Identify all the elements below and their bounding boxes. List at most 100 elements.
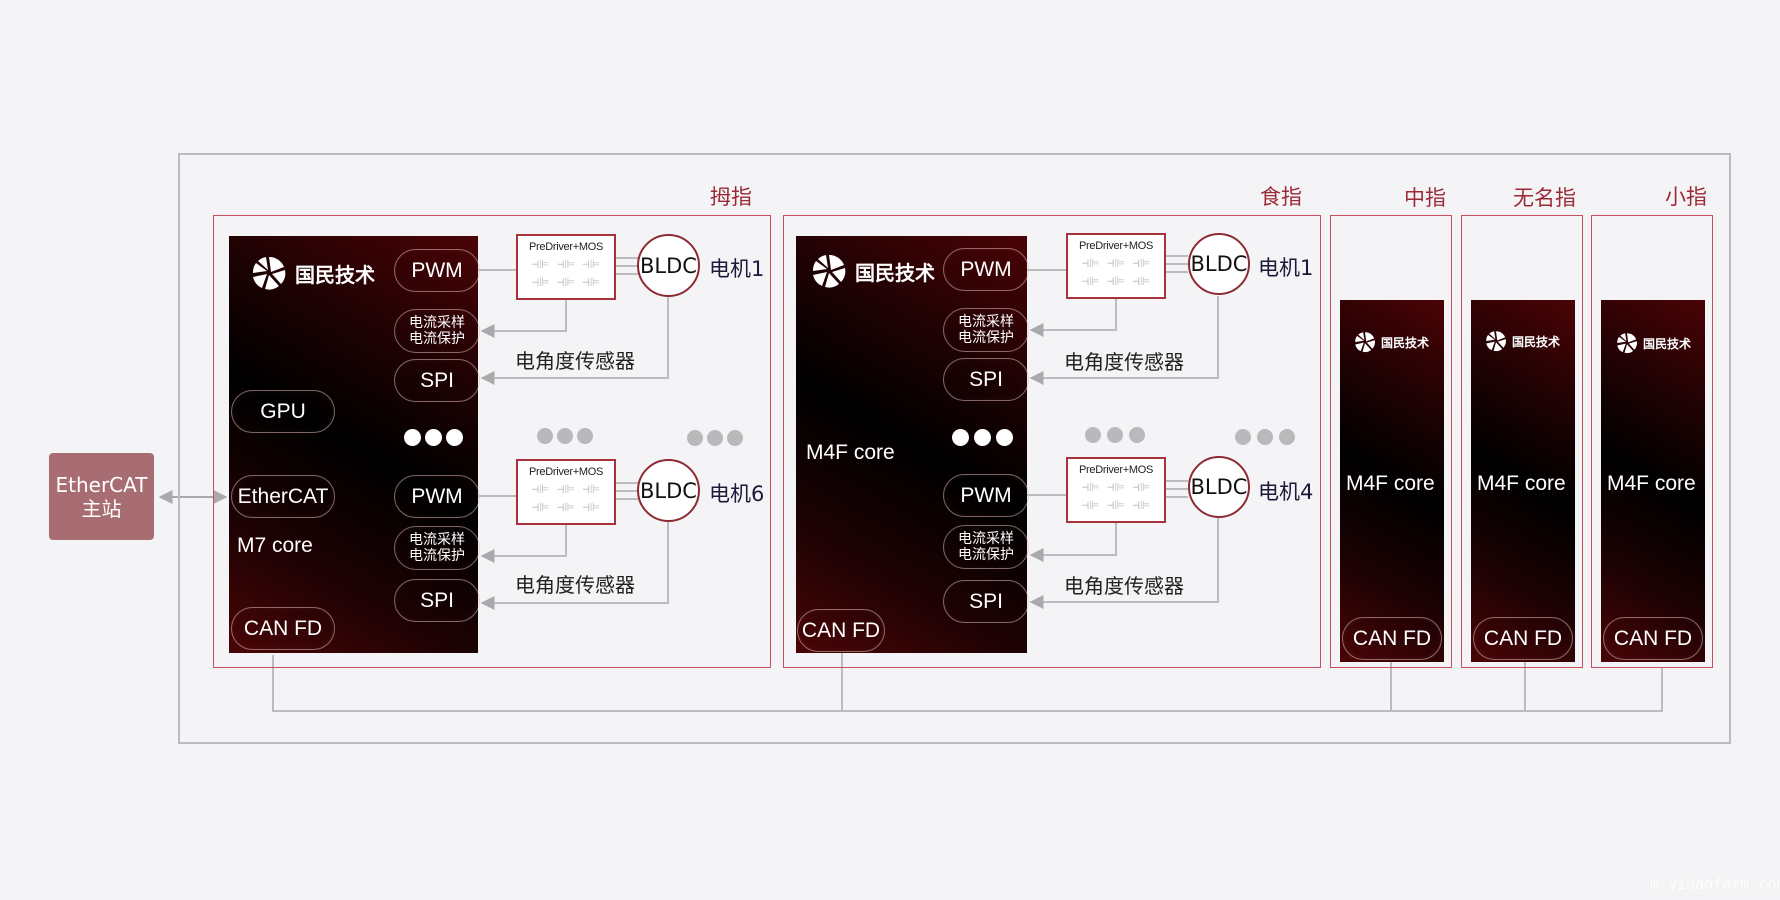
canfd-pill[interactable]: CAN FD [1473,617,1573,660]
mosfet-icon: ⊣⊫ [1081,274,1100,288]
current-sense-line2: 电流保护 [958,330,1014,346]
bldc-motor[interactable]: BLDC [637,234,700,297]
core-label-middle: M4F core [1346,472,1435,495]
motor-label: 电机6 [709,482,765,506]
current-sense-line2: 电流保护 [958,547,1014,563]
pwm-pill[interactable]: PWM [394,249,480,292]
more-indicator-dot [974,429,991,446]
core-label-index: M4F core [806,441,895,464]
mosfet-icon: ⊣⊫ [531,275,550,289]
angle-sensor-label: 电角度传感器 [515,573,635,597]
more-indicator-dot [996,429,1013,446]
mcu-panel-middle [1340,300,1444,662]
finger-box-thumb [213,215,771,668]
bldc-motor[interactable]: BLDC [1188,233,1250,295]
core-label-little: M4F core [1607,472,1696,495]
predriver-mos-box[interactable]: PreDriver+MOS ⊣⊫⊣⊫⊣⊫ ⊣⊫⊣⊫⊣⊫ [1066,457,1166,523]
brand-logo: 国民技术 [251,255,375,291]
canfd-pill[interactable]: CAN FD [231,607,335,650]
spi-pill[interactable]: SPI [943,580,1029,623]
bldc-motor[interactable]: BLDC [637,459,700,522]
mosfet-array: ⊣⊫⊣⊫⊣⊫ ⊣⊫⊣⊫⊣⊫ [528,257,604,289]
spi-pill[interactable]: SPI [394,359,480,402]
predriver-mos-box[interactable]: PreDriver+MOS ⊣⊫⊣⊫⊣⊫ ⊣⊫⊣⊫⊣⊫ [516,459,616,525]
finger-box-middle [1330,215,1452,668]
angle-feedback [1029,296,1219,385]
canfd-pill[interactable]: CAN FD [1342,617,1442,660]
brand-name: 国民技术 [295,262,375,287]
more-indicator-dot [404,429,421,446]
guomin-logo-icon [812,254,846,288]
more-indicator-dot [707,430,723,446]
predriver-mos-box[interactable]: PreDriver+MOS ⊣⊫⊣⊫⊣⊫ ⊣⊫⊣⊫⊣⊫ [516,234,616,300]
mosfet-icon: ⊣⊫ [557,482,575,496]
current-sense-pill[interactable]: 电流采样 电流保护 [394,309,480,353]
mosfet-icon: ⊣⊫ [1081,480,1100,494]
mosfet-icon: ⊣⊫ [557,275,575,289]
canfd-pill[interactable]: CAN FD [1603,617,1703,660]
mosfet-icon: ⊣⊫ [1132,498,1151,512]
current-sense-line1: 电流采样 [958,531,1014,547]
finger-label-ring: 无名指 [1513,186,1576,210]
mcu-panel-index [796,236,1027,653]
brand-name: 国民技术 [1381,335,1430,350]
pwm-pill[interactable]: PWM [943,248,1029,291]
master-line2: 主站 [81,496,122,521]
predriver-label: PreDriver+MOS [528,241,604,253]
more-indicator-dot [1257,429,1273,445]
guomin-logo-icon [1355,332,1375,353]
predriver-label: PreDriver+MOS [1078,464,1154,476]
mosfet-icon: ⊣⊫ [582,275,601,289]
guomin-logo-icon [252,256,286,290]
angle-sensor-label: 电角度传感器 [1064,350,1184,374]
more-indicator-dot [577,428,593,444]
core-label-ring: M4F core [1477,472,1566,495]
finger-label-index: 食指 [1260,185,1302,209]
motor-label: 电机1 [1258,256,1314,280]
current-sense-pill[interactable]: 电流采样 电流保护 [943,525,1029,569]
mosfet-icon: ⊣⊫ [557,500,575,514]
finger-label-thumb: 拇指 [710,185,752,209]
motor-label: 电机1 [709,257,765,281]
brand-logo: 国民技术 [1354,331,1429,353]
more-indicator-dot [687,430,703,446]
bldc-motor[interactable]: BLDC [1188,456,1250,518]
guomin-logo-icon [1617,333,1637,354]
current-sense-line1: 电流采样 [409,532,465,548]
pwm-pill[interactable]: PWM [943,474,1029,517]
more-indicator-dot [952,429,969,446]
motor-label: 电机4 [1258,480,1314,504]
spi-pill[interactable]: SPI [394,579,480,622]
predriver-mos-box[interactable]: PreDriver+MOS ⊣⊫⊣⊫⊣⊫ ⊣⊫⊣⊫⊣⊫ [1066,233,1166,299]
gpu-pill[interactable]: GPU [231,390,335,433]
current-feedback [1029,522,1117,562]
current-sense-pill[interactable]: 电流采样 电流保护 [943,308,1029,352]
mosfet-icon: ⊣⊫ [1132,480,1151,494]
ethercat-pill[interactable]: EtherCAT [231,475,335,518]
more-indicator-dot [537,428,553,444]
predriver-label: PreDriver+MOS [528,466,604,478]
ethercat-master[interactable]: EtherCAT 主站 [49,453,154,540]
current-sense-pill[interactable]: 电流采样 电流保护 [394,526,480,570]
angle-feedback [1029,518,1219,609]
mcu-panel-little [1601,300,1705,662]
core-label-thumb: M7 core [237,534,313,557]
master-line1: EtherCAT [55,472,148,497]
angle-feedback [480,296,669,385]
finger-label-little: 小指 [1665,185,1707,209]
canfd-pill[interactable]: CAN FD [797,609,885,652]
more-indicator-dot [425,429,442,446]
system-boundary [178,153,1731,744]
mosfet-icon: ⊣⊫ [557,257,575,271]
more-indicator-dot [727,430,743,446]
finger-box-ring [1461,215,1583,668]
angle-feedback [480,522,669,610]
more-indicator-dot [1085,427,1101,443]
spi-pill[interactable]: SPI [943,358,1029,401]
mosfet-icon: ⊣⊫ [531,257,550,271]
finger-label-middle: 中指 [1404,186,1446,210]
more-indicator-dot [446,429,463,446]
pwm-pill[interactable]: PWM [394,475,480,518]
current-feedback [480,525,567,563]
